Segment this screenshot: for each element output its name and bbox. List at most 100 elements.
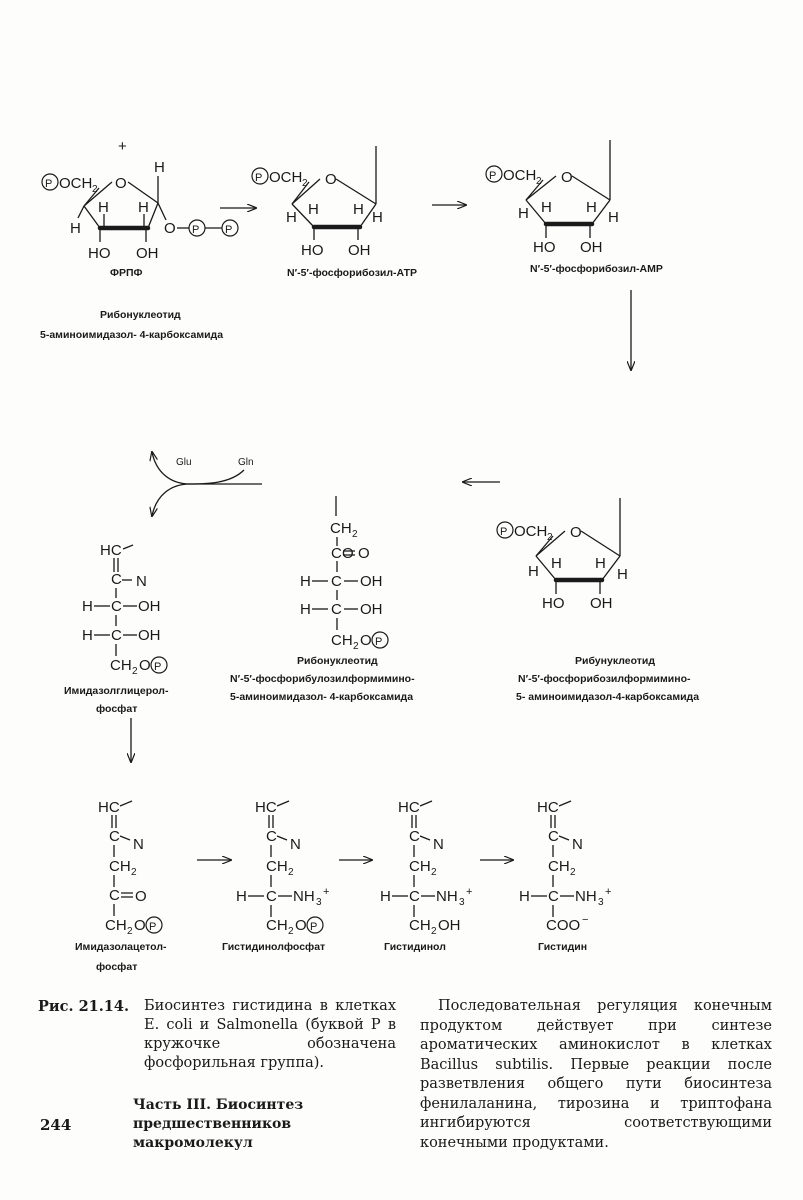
svg-text:OH: OH <box>138 598 161 615</box>
label-pr-atp: N′-5′-фосфорибозил-АТР <box>287 267 417 279</box>
svg-text:CH: CH <box>548 858 570 875</box>
svg-text:OH: OH <box>360 601 383 618</box>
svg-text:H: H <box>617 566 628 583</box>
label-aicar-2: 5-аминоимидазол- 4-карбоксамида <box>40 329 223 341</box>
svg-text:P: P <box>45 178 52 190</box>
label-iap-2: фосфат <box>96 961 137 973</box>
svg-text:2: 2 <box>352 529 358 540</box>
svg-text:2: 2 <box>547 532 553 543</box>
svg-text:OCH: OCH <box>514 523 547 540</box>
svg-text:3: 3 <box>459 897 465 908</box>
histidine-biosynthesis-diagram: + P OCH 2 O H H H H HO OH O P P ФРПФ <box>40 138 699 973</box>
svg-text:HO: HO <box>542 595 565 612</box>
svg-text:NH: NH <box>293 888 315 905</box>
svg-text:2: 2 <box>288 867 294 878</box>
svg-text:2: 2 <box>288 926 294 937</box>
figure-caption-text: Биосинтез гистидина в клетках E. coli и … <box>144 998 396 1071</box>
body-paragraph-text: Последовательная регуляция конечным прод… <box>420 998 772 1151</box>
svg-text:C: C <box>331 545 342 562</box>
svg-text:O: O <box>135 888 147 905</box>
svg-text:N: N <box>133 836 144 853</box>
label-histidine: Гистидин <box>538 941 587 953</box>
label-ribo-2: N′-5′-фосфорибозилформимино- <box>518 673 691 685</box>
svg-text:C: C <box>111 598 122 615</box>
label-aicar-1: Рибонуклеотид <box>100 309 181 321</box>
svg-text:H: H <box>518 205 529 222</box>
svg-text:H: H <box>300 573 311 590</box>
svg-text:C: C <box>409 828 420 845</box>
svg-text:HC: HC <box>398 799 420 816</box>
svg-text:NH: NH <box>575 888 597 905</box>
label-igp-2: фосфат <box>96 703 137 715</box>
prfar-ribosyl-structure: P OCH 2 O H H H H HO OH Рибунуклеотид N′… <box>496 498 699 703</box>
svg-text:P: P <box>500 526 507 538</box>
histidinol-phosphate-structure: HC C N CH 2 H C NH 3 + CH 2 O P Гистидин… <box>222 799 329 953</box>
svg-text:CH: CH <box>409 858 431 875</box>
svg-text:2: 2 <box>536 176 542 187</box>
svg-text:CH: CH <box>330 520 352 537</box>
igp-structure: HC C N H C OH H C OH CH 2 O P Имидазолгл… <box>64 542 169 715</box>
svg-text:2: 2 <box>431 926 437 937</box>
svg-text:C: C <box>548 828 559 845</box>
svg-text:C: C <box>331 573 342 590</box>
label-ribo-1: Рибунуклеотид <box>575 655 655 667</box>
svg-text:H: H <box>308 201 319 218</box>
svg-text:CH: CH <box>109 858 131 875</box>
svg-text:C: C <box>109 887 120 904</box>
svg-text:OCH: OCH <box>59 175 92 192</box>
svg-text:H: H <box>519 888 530 905</box>
svg-text:O: O <box>139 657 151 674</box>
svg-text:3: 3 <box>598 897 604 908</box>
body-paragraph: Последовательная регуляция конечным прод… <box>420 997 772 1153</box>
label-ribulo-2: N′-5′-фосфорибулозилформимино- <box>230 673 415 685</box>
svg-text:H: H <box>82 627 93 644</box>
svg-text:P: P <box>375 636 382 648</box>
svg-text:CH: CH <box>105 917 127 934</box>
label-pr-amp: N′-5′-фосфорибозил-АМР <box>530 263 663 275</box>
svg-text:2: 2 <box>302 178 308 189</box>
svg-text:HC: HC <box>100 542 122 559</box>
plus-sign: + <box>118 138 127 155</box>
label-iap-1: Имидазолацетол- <box>75 941 167 953</box>
svg-text:N: N <box>433 836 444 853</box>
svg-text:NH: NH <box>436 888 458 905</box>
svg-text:O: O <box>570 524 582 541</box>
svg-text:C: C <box>266 828 277 845</box>
glu-label: Glu <box>176 457 192 468</box>
svg-text:H: H <box>138 199 149 216</box>
svg-text:P: P <box>255 172 262 184</box>
iap-structure: HC C N CH 2 C O CH 2 O P Имидазолацетол-… <box>75 799 167 973</box>
label-histidinol: Гистидинол <box>384 941 446 953</box>
svg-text:COO: COO <box>546 917 580 934</box>
svg-text:OCH: OCH <box>503 167 536 184</box>
svg-text:C: C <box>109 828 120 845</box>
svg-text:2: 2 <box>131 867 137 878</box>
label-ribulo-3: 5-аминоимидазол- 4-карбоксамида <box>230 691 413 703</box>
running-footer: Часть III. Биосинтез предшественников ма… <box>133 1096 403 1153</box>
svg-text:−: − <box>582 914 588 926</box>
svg-text:+: + <box>323 886 329 898</box>
svg-text:HC: HC <box>98 799 120 816</box>
svg-text:O: O <box>342 545 354 562</box>
label-igp-1: Имидазолглицерол- <box>64 685 169 697</box>
prfar-ribulosyl-structure: CH 2 C O O H C OH H C OH CH 2 O P Рибону… <box>230 496 415 703</box>
svg-text:C: C <box>111 627 122 644</box>
svg-text:OH: OH <box>590 595 613 612</box>
label-ribulo-1: Рибонуклеотид <box>297 655 378 667</box>
pr-amp-structure: P OCH 2 O H H H H HO OH N′-5′-фосфорибоз… <box>485 140 663 275</box>
svg-text:OH: OH <box>580 239 603 256</box>
svg-text:CH: CH <box>409 917 431 934</box>
svg-text:P: P <box>489 170 496 182</box>
svg-text:O: O <box>358 545 370 562</box>
svg-text:H: H <box>70 220 81 237</box>
svg-text:O: O <box>115 175 127 192</box>
svg-text:P: P <box>310 921 317 933</box>
svg-text:C: C <box>111 571 122 588</box>
svg-text:3: 3 <box>316 897 322 908</box>
svg-text:HO: HO <box>533 239 556 256</box>
svg-text:OH: OH <box>348 242 371 259</box>
svg-text:OH: OH <box>438 917 461 934</box>
svg-text:2: 2 <box>431 867 437 878</box>
svg-text:H: H <box>82 598 93 615</box>
svg-text:2: 2 <box>132 666 138 677</box>
